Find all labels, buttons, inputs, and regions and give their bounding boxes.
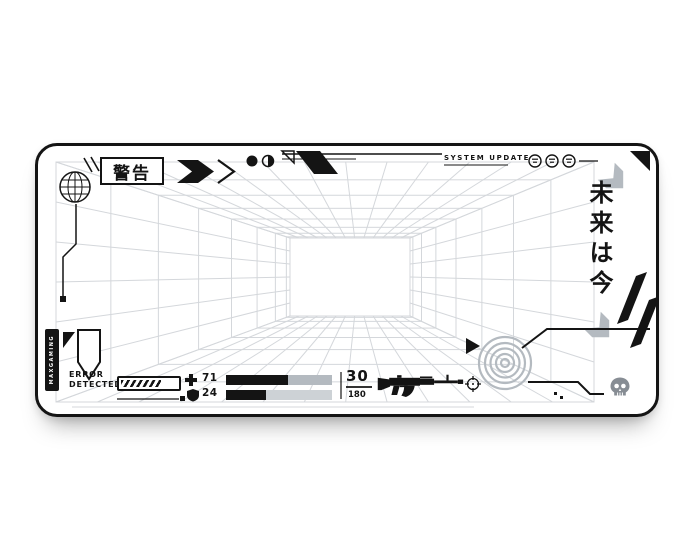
globe-icon (59, 171, 91, 203)
skull-icon (610, 377, 630, 396)
armor-bar-track (266, 390, 332, 400)
error-line2: DETECTED (69, 380, 122, 389)
error-line1: ERROR (69, 370, 104, 379)
tagline-vertical-text: 未来は今 (585, 180, 613, 300)
warning-label: 警告 (113, 163, 151, 184)
armor-shield-icon (187, 389, 199, 402)
hazard-arrows-icon (177, 159, 236, 184)
ak47-icon (377, 374, 464, 397)
crosshair-icon (465, 376, 481, 392)
hazard-stripes-icon (83, 156, 100, 173)
arrow-down-right-icon (597, 162, 624, 189)
health-value: 71 (202, 372, 218, 384)
bottom-right-traces (521, 328, 650, 399)
corner-wedge-icon (630, 151, 650, 171)
error-status: ERROR DETECTED (69, 370, 122, 390)
brand-watermark-tab: MAXGAMING (45, 329, 59, 391)
ammo-reserve-count: 180 (348, 390, 366, 400)
health-bar (226, 375, 332, 385)
warning-badge: 警告 (100, 157, 164, 185)
health-bar-track (288, 375, 332, 385)
armor-value: 24 (202, 387, 218, 399)
ammo-magazine-count: 30 (346, 367, 369, 385)
arrow-down-right-icon-2 (583, 311, 610, 338)
armor-bar (226, 390, 332, 400)
pennant-icon (63, 329, 101, 381)
status-circles-icon (528, 154, 576, 168)
loadbar-underline (117, 396, 185, 401)
loading-bar-fill (121, 380, 161, 387)
loading-bar (117, 376, 181, 391)
target-spiral-icon (477, 335, 533, 391)
health-bar-fill (226, 375, 288, 385)
ammo-frame-lines (340, 372, 372, 399)
armor-bar-fill (226, 390, 266, 400)
brand-watermark-label: MAXGAMING (49, 335, 55, 385)
mousepad-product: 警告 SYSTEM UPDATE 未来は今 MAXGAMING ERROR DE… (35, 143, 659, 417)
system-update-label: SYSTEM UPDATE (444, 154, 530, 162)
health-cross-icon (185, 374, 197, 386)
right-edge-bars-icon (617, 272, 656, 348)
indicator-dots-icon (246, 154, 275, 168)
pointer-triangle-icon (466, 338, 480, 354)
top-center-shapes (280, 150, 338, 174)
left-circuit-lines (60, 204, 77, 302)
